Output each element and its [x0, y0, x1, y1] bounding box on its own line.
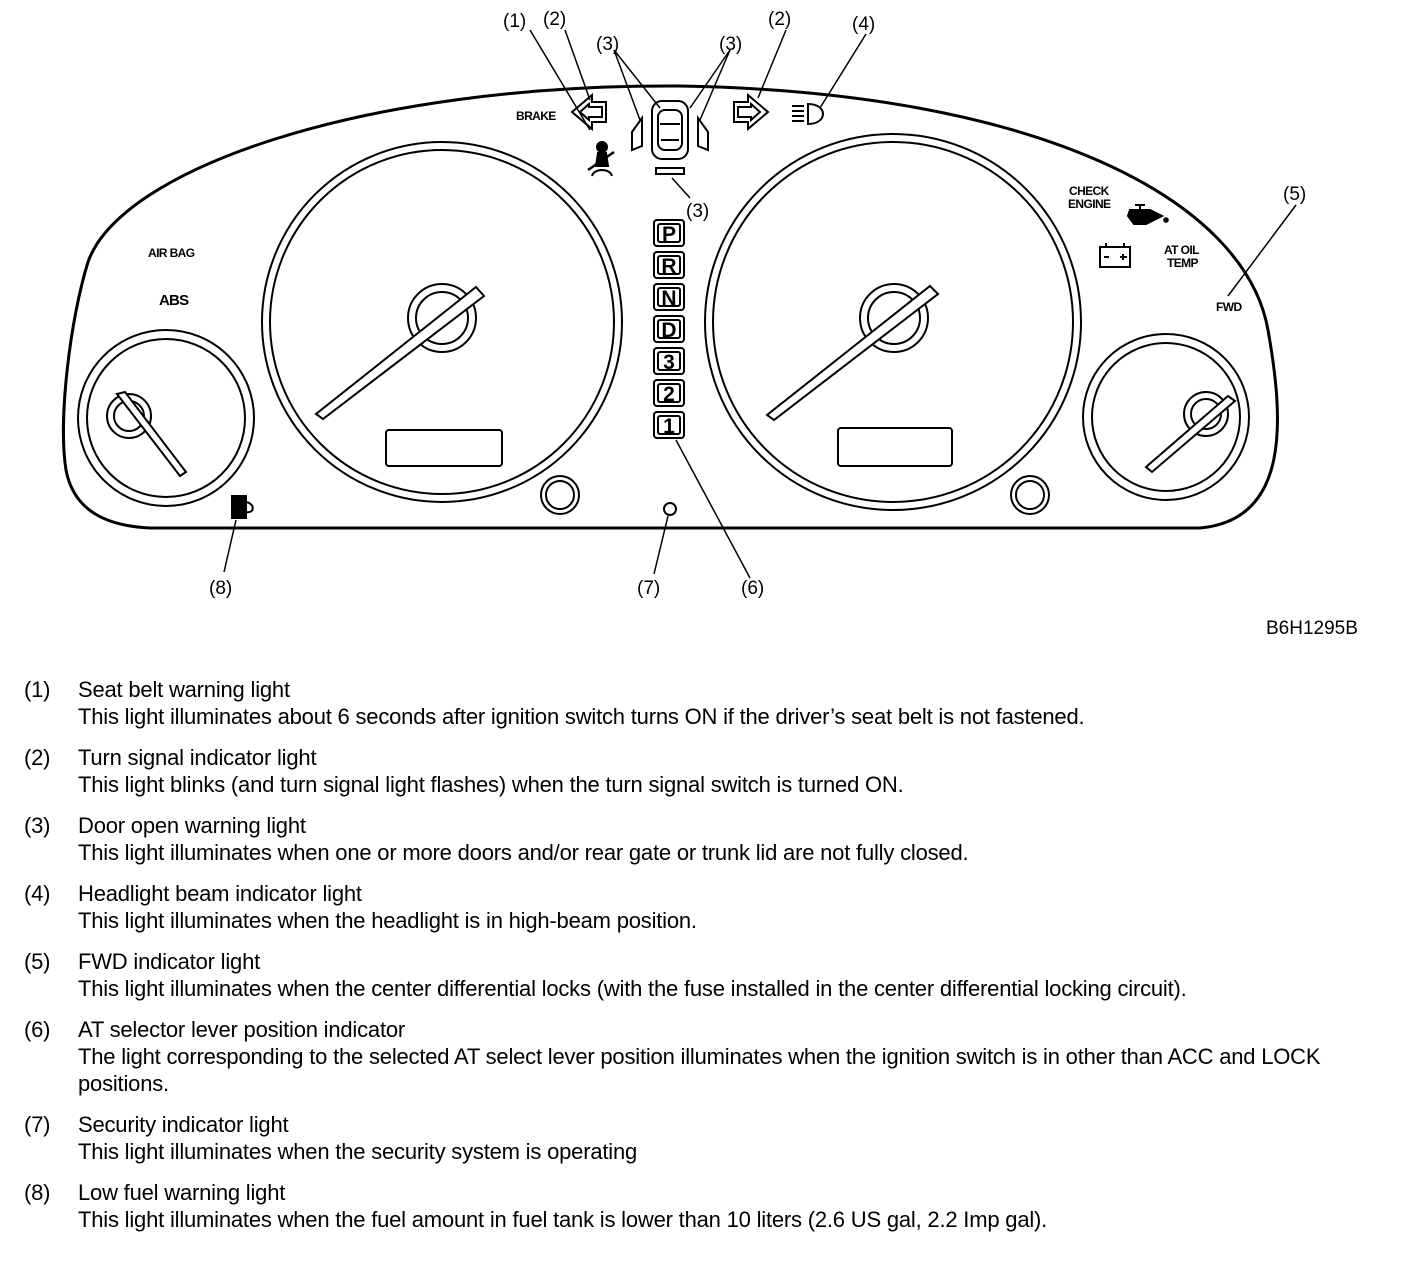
- legend-title: Turn signal indicator light: [78, 745, 317, 770]
- legend-item-5: (5) FWD indicator light This light illum…: [24, 948, 1396, 1002]
- legend-number: (8): [24, 1180, 51, 1205]
- cluster-housing: [61, 84, 1279, 530]
- legend-number: (7): [24, 1112, 51, 1137]
- right-small-gauge: [1082, 333, 1250, 501]
- gear-indicator-boxes: [653, 219, 685, 439]
- legend-description: This light illuminates when the security…: [78, 1139, 638, 1164]
- legend-number: (2): [24, 745, 51, 770]
- gear-d: D: [661, 319, 676, 342]
- legend-description: This light illuminates about 6 seconds a…: [78, 704, 1085, 729]
- check-engine-label-line2: ENGINE: [1068, 197, 1111, 211]
- legend-title: FWD indicator light: [78, 949, 261, 974]
- at-oil-temp-label-line2: TEMP: [1167, 256, 1199, 270]
- turn-signal-right-icon: [733, 92, 770, 132]
- callout-8: (8): [209, 578, 232, 599]
- callout-2-left: (2): [543, 9, 566, 30]
- door-open-car-icon: [631, 100, 709, 175]
- legend-description: This light illuminates when the headligh…: [78, 908, 697, 933]
- trip-reset-knob-left: [540, 475, 580, 515]
- gear-n: N: [661, 287, 676, 310]
- oil-pressure-icon: [1126, 204, 1169, 225]
- legend-item-8: (8) Low fuel warning light This light il…: [24, 1179, 1396, 1233]
- figure-code: B6H1295B: [1266, 618, 1358, 639]
- legend-description: This light illuminates when the center d…: [78, 976, 1187, 1001]
- legend-item-2: (2) Turn signal indicator light This lig…: [24, 744, 1396, 798]
- callout-2-right: (2): [768, 9, 791, 30]
- gear-1: 1: [663, 415, 675, 438]
- airbag-warning-label: AIR BAG: [148, 246, 195, 260]
- trip-reset-knob-right: [1010, 475, 1050, 515]
- callout-6: (6): [741, 578, 764, 599]
- callout-1: (1): [503, 11, 526, 32]
- tachometer-gauge: [704, 133, 1082, 511]
- gear-r: R: [661, 255, 676, 278]
- fuel-pump-icon: [231, 495, 254, 519]
- turn-signal-left-icon: [570, 92, 607, 132]
- gear-2: 2: [663, 383, 675, 406]
- legend-title: Low fuel warning light: [78, 1180, 286, 1205]
- legend-item-1: (1) Seat belt warning light This light i…: [24, 676, 1396, 730]
- callout-5: (5): [1283, 184, 1306, 205]
- legend-number: (3): [24, 813, 51, 838]
- at-oil-temp-label-line1: AT OIL: [1164, 243, 1199, 257]
- legend-number: (4): [24, 881, 51, 906]
- legend-item-7: (7) Security indicator light This light …: [24, 1111, 1396, 1165]
- legend-title: Door open warning light: [78, 813, 306, 838]
- abs-warning-label: ABS: [159, 292, 189, 309]
- high-beam-icon: [792, 102, 824, 126]
- callout-4: (4): [852, 14, 875, 35]
- battery-charge-icon: [1099, 243, 1131, 268]
- legend-item-6: (6) AT selector lever position indicator…: [24, 1016, 1396, 1097]
- gear-p: P: [662, 223, 676, 246]
- gear-3: 3: [663, 351, 675, 374]
- legend-number: (1): [24, 677, 51, 702]
- legend-title: Security indicator light: [78, 1112, 289, 1137]
- legend-number: (6): [24, 1017, 51, 1042]
- legend-title: Seat belt warning light: [78, 677, 290, 702]
- speedometer-gauge: [261, 141, 623, 503]
- legend-title: Headlight beam indicator light: [78, 881, 362, 906]
- callout-3-bottom: (3): [686, 201, 709, 222]
- legend-description: This light blinks (and turn signal light…: [78, 772, 904, 797]
- callout-3-left: (3): [596, 34, 619, 55]
- brake-warning-label: BRAKE: [516, 109, 556, 123]
- legend-item-4: (4) Headlight beam indicator light This …: [24, 880, 1396, 934]
- security-indicator-light: [663, 502, 677, 516]
- callout-legend: (1) Seat belt warning light This light i…: [24, 676, 1396, 1247]
- callout-7: (7): [637, 578, 660, 599]
- legend-description: The light corresponding to the selected …: [78, 1044, 1321, 1096]
- callout-leader-lines: [223, 29, 1297, 579]
- legend-title: AT selector lever position indicator: [78, 1017, 406, 1042]
- instrument-cluster-diagram: P R N D 3 2 1 BRAKE AIR BAG ABS CHECK EN…: [61, 9, 1358, 639]
- callout-3-right: (3): [719, 34, 742, 55]
- legend-item-3: (3) Door open warning light This light i…: [24, 812, 1396, 866]
- check-engine-label-line1: CHECK: [1069, 184, 1110, 198]
- left-small-gauge: [77, 329, 255, 507]
- legend-description: This light illuminates when the fuel amo…: [78, 1207, 1048, 1232]
- seatbelt-icon: [587, 141, 615, 177]
- legend-description: This light illuminates when one or more …: [78, 840, 969, 865]
- fwd-indicator-label: FWD: [1216, 300, 1242, 314]
- legend-number: (5): [24, 949, 51, 974]
